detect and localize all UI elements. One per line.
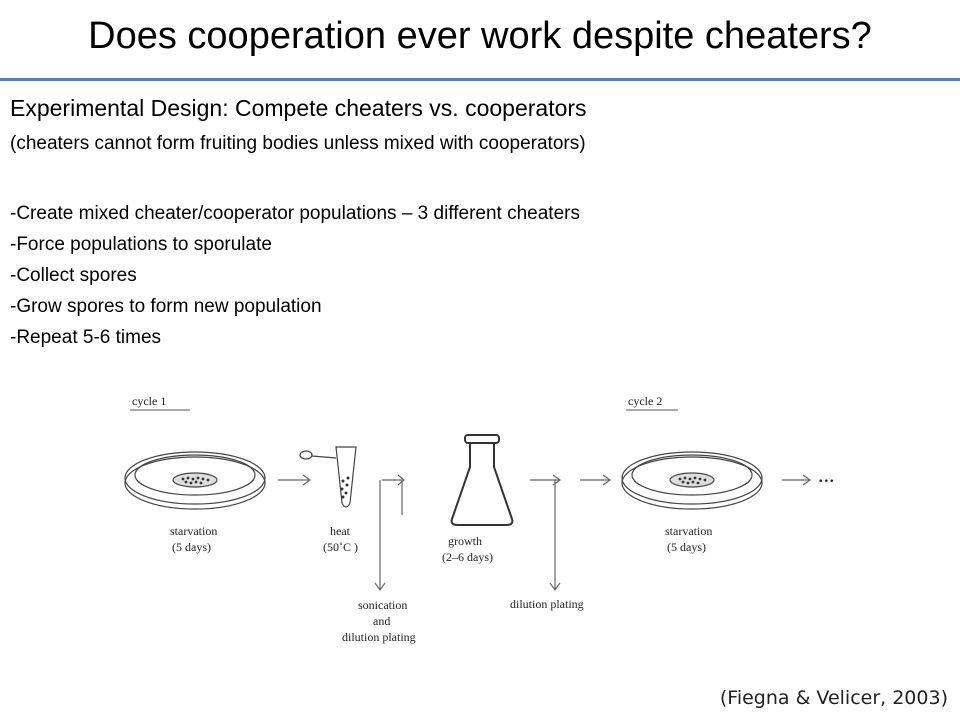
growth-duration: (2–6 days)	[442, 550, 493, 564]
arrow-right-icon	[278, 474, 312, 486]
step-item: -Grow spores to form new population	[10, 296, 322, 317]
step-item: -Repeat 5-6 times	[10, 327, 162, 348]
sonication-and: and	[373, 614, 390, 628]
starvation1-label: starvation	[170, 524, 217, 538]
cheaters-note: (cheaters cannot form fruiting bodies un…	[10, 133, 586, 154]
cycle2-label: cycle 2	[628, 394, 662, 408]
starvation2-label: starvation	[665, 524, 712, 538]
spore-sample-icon	[340, 476, 350, 499]
test-tube-icon	[299, 446, 357, 508]
starvation1-duration: (5 days)	[172, 540, 211, 554]
arrow-right-icon	[782, 474, 812, 486]
continuation-ellipsis: ...	[818, 462, 835, 487]
sonication-dilution: dilution plating	[342, 630, 416, 644]
sonication-label: sonication	[358, 598, 407, 612]
citation: (Fiegna & Velicer, 2003)	[719, 687, 948, 709]
spore-cluster-icon	[181, 476, 210, 485]
arrow-down-icon	[530, 474, 562, 592]
heat-temperature: (50˚C )	[323, 540, 358, 554]
step-item: -Create mixed cheater/cooperator populat…	[10, 203, 580, 224]
step-item: -Collect spores	[10, 265, 137, 286]
cycle1-label: cycle 1	[132, 394, 166, 408]
experimental-design-heading: Experimental Design: Compete cheaters vs…	[10, 95, 587, 121]
growth-label: growth	[448, 534, 482, 548]
title-divider	[0, 78, 960, 81]
step-item: -Force populations to sporulate	[10, 234, 272, 255]
heat-label: heat	[330, 524, 351, 538]
starvation2-duration: (5 days)	[667, 540, 706, 554]
cycle-diagram: cycle 1 starvation (5 days) heat (50˚C )	[124, 394, 835, 644]
dilution-plating-label: dilution plating	[510, 597, 584, 611]
slide-title: Does cooperation ever work despite cheat…	[88, 15, 872, 57]
flask-icon	[450, 434, 514, 526]
spore-cluster-icon	[678, 476, 707, 485]
arrow-down-icon	[374, 474, 405, 592]
arrow-right-icon	[580, 474, 612, 486]
petri-dish-icon	[621, 451, 763, 510]
procedure-steps: -Create mixed cheater/cooperator populat…	[10, 198, 580, 353]
petri-dish-icon	[124, 451, 266, 510]
